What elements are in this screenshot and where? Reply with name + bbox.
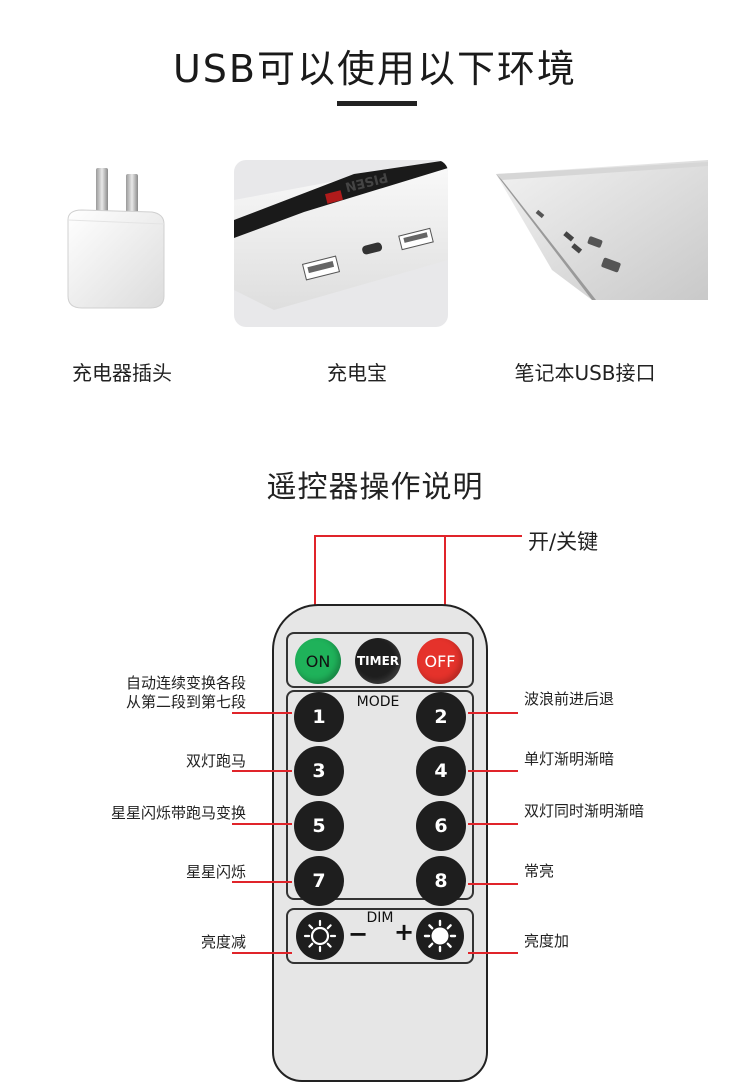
mode-button-6[interactable]: 6 <box>416 801 466 851</box>
power-callout-line-right <box>444 535 446 640</box>
plus-sign: + <box>394 918 415 946</box>
title-underline <box>337 101 417 106</box>
section1-title: USB可以使用以下环境 <box>172 47 577 91</box>
right-label-dim: 亮度加 <box>524 932 570 950</box>
right-callout-6 <box>468 823 518 825</box>
mode-button-2[interactable]: 2 <box>416 692 466 742</box>
mode-button-1[interactable]: 1 <box>294 692 344 742</box>
on-button-label: ON <box>305 651 331 671</box>
caption-power-bank: 充电宝 <box>327 361 387 385</box>
mode-button-4[interactable]: 4 <box>416 746 466 796</box>
left-callout-5 <box>232 823 292 825</box>
left-label-3: 双灯跑马 <box>185 752 246 770</box>
left-callout-3 <box>232 770 292 772</box>
brightness-up-button[interactable] <box>416 912 464 960</box>
left-callout-dim <box>232 952 292 954</box>
section2-title: 遥控器操作说明 <box>266 470 484 505</box>
off-button[interactable]: OFF <box>417 638 463 684</box>
right-callout-2 <box>468 712 518 714</box>
laptop-image <box>492 160 708 305</box>
caption-laptop-usb: 笔记本USB接口 <box>514 361 656 385</box>
left-label-5: 星星闪烁带跑马变换 <box>110 804 246 822</box>
left-callout-7 <box>232 881 292 883</box>
timer-button[interactable]: TIMER <box>355 638 401 684</box>
right-callout-8 <box>468 883 518 885</box>
left-label-1-line1: 自动连续变换各段 <box>125 674 246 692</box>
sun-filled-icon <box>423 919 457 953</box>
right-callout-4 <box>468 770 518 772</box>
dim-panel <box>286 908 474 964</box>
charger-plug-image <box>42 160 202 325</box>
left-label-1-line2: 从第二段到第七段 <box>125 693 246 711</box>
minus-sign: − <box>348 920 369 948</box>
right-label-4: 单灯渐明渐暗 <box>524 750 615 768</box>
mode-button-8[interactable]: 8 <box>416 856 466 906</box>
power-key-label: 开/关键 <box>528 530 599 554</box>
caption-charger-plug: 充电器插头 <box>72 361 172 385</box>
power-button-panel <box>286 632 474 688</box>
left-label-dim: 亮度减 <box>200 933 246 951</box>
mode-button-3[interactable]: 3 <box>294 746 344 796</box>
right-label-2: 波浪前进后退 <box>524 690 615 708</box>
mode-panel <box>286 690 474 900</box>
left-label-1: 自动连续变换各段 从第二段到第七段 <box>60 674 246 712</box>
off-button-label: OFF <box>424 651 456 671</box>
on-button[interactable]: ON <box>295 638 341 684</box>
dim-label: DIM <box>366 910 394 926</box>
mode-button-7[interactable]: 7 <box>294 856 344 906</box>
mode-label: MODE <box>356 694 400 710</box>
power-bank-image: PISEN <box>234 160 448 327</box>
right-label-8: 常亮 <box>524 862 555 880</box>
right-label-6: 双灯同时渐明渐暗 <box>524 802 645 820</box>
mode-button-5[interactable]: 5 <box>294 801 344 851</box>
right-callout-dim <box>468 952 518 954</box>
timer-button-label: TIMER <box>356 654 400 668</box>
power-callout-line-top <box>314 535 522 537</box>
brightness-down-button[interactable] <box>296 912 344 960</box>
sun-outline-icon <box>303 919 337 953</box>
power-callout-line-left <box>314 535 316 640</box>
left-callout-1 <box>232 712 292 714</box>
left-label-7: 星星闪烁 <box>185 863 246 881</box>
